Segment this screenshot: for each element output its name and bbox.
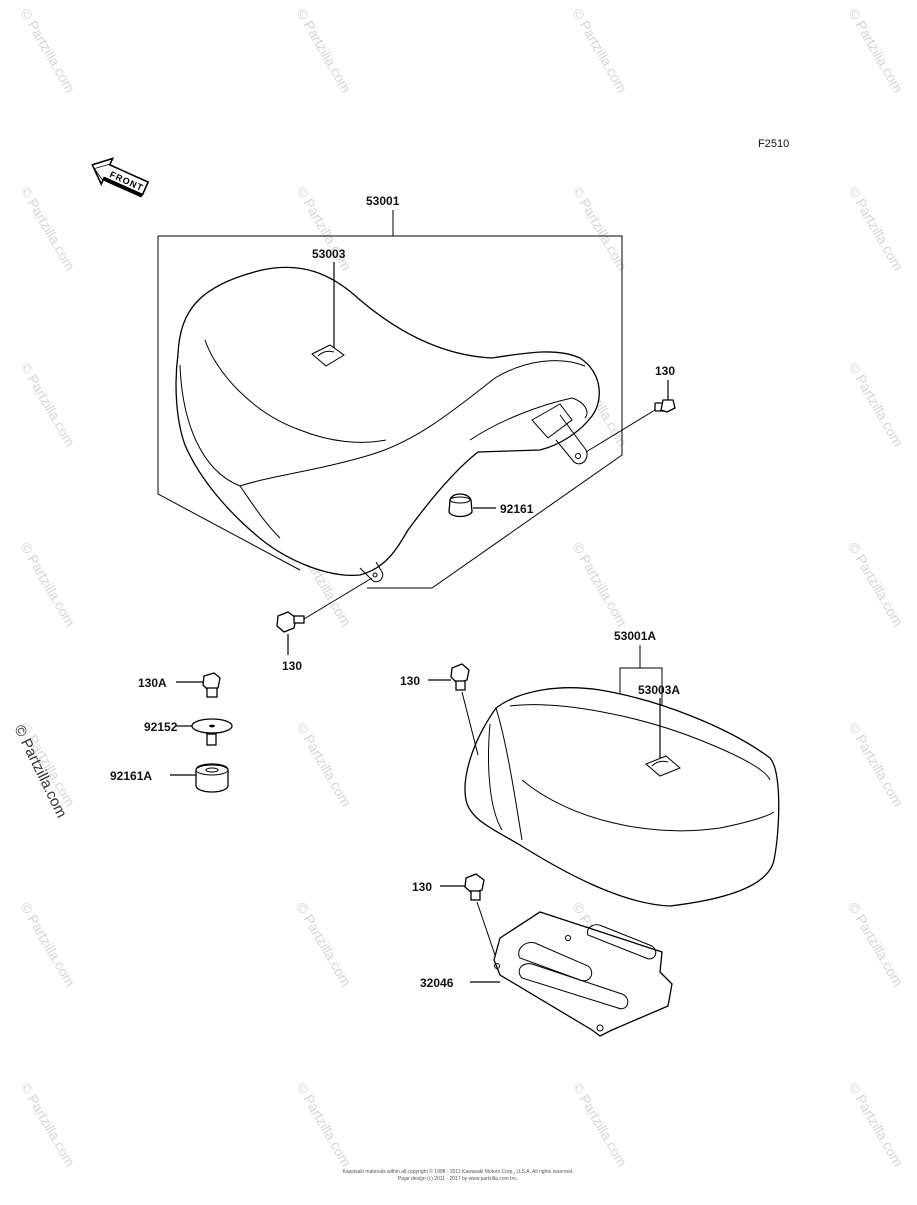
main-seat bbox=[175, 266, 600, 583]
watermark-text: © Partzilla.com bbox=[845, 1080, 906, 1170]
watermark-text: © Partzilla.com bbox=[845, 900, 906, 990]
bolt-130-top bbox=[585, 380, 676, 453]
footer-line-1: Kawasaki materials within all copyright … bbox=[343, 1168, 574, 1175]
watermark-text: © Partzilla.com bbox=[845, 540, 906, 630]
bolt-130-mid bbox=[276, 577, 373, 655]
rear-seat bbox=[464, 687, 780, 907]
part-label-92152: 92152 bbox=[144, 720, 178, 734]
footer-line-2: Page design (c) 2011 - 2017 by www.partz… bbox=[398, 1176, 518, 1182]
watermark-text: © Partzilla.com bbox=[293, 1080, 354, 1170]
rear-seat-bracket bbox=[619, 645, 663, 740]
bolt-130A bbox=[176, 672, 221, 698]
part-label-130-top: 130 bbox=[655, 364, 675, 378]
watermark-text: © Partzilla.com bbox=[845, 184, 906, 274]
part-label-53001: 53001 bbox=[366, 194, 400, 208]
watermark-text: © Partzilla.com bbox=[17, 184, 78, 274]
part-label-130-mid: 130 bbox=[282, 659, 302, 673]
seat-assembly-bracket bbox=[157, 210, 623, 589]
bolt-130-low bbox=[440, 873, 497, 959]
grommet-92161 bbox=[448, 493, 496, 518]
tray-32046 bbox=[470, 911, 673, 1037]
part-label-53003: 53003 bbox=[312, 247, 346, 261]
bolt-130-left bbox=[428, 663, 479, 756]
watermark-text: © Partzilla.com bbox=[293, 720, 354, 810]
part-label-130-low: 130 bbox=[412, 880, 432, 894]
watermark-text: © Partzilla.com bbox=[17, 540, 78, 630]
watermark-text: © Partzilla.com bbox=[17, 1080, 78, 1170]
part-label-32046: 32046 bbox=[420, 976, 454, 990]
watermark-grid: © Partzilla.com © Partzilla.com © Partzill… bbox=[17, 6, 906, 1170]
part-label-53003A: 53003A bbox=[638, 683, 680, 697]
part-label-53001A: 53001A bbox=[614, 629, 656, 643]
watermark-text: © Partzilla.com bbox=[845, 720, 906, 810]
watermark-text: © Partzilla.com bbox=[569, 184, 630, 274]
watermark-text: © Partzilla.com bbox=[293, 6, 354, 96]
figure-code: F2510 bbox=[758, 138, 789, 150]
part-label-130A: 130A bbox=[138, 676, 167, 690]
watermark-text: © Partzilla.com bbox=[845, 360, 906, 450]
part-label-92161A: 92161A bbox=[110, 769, 152, 783]
watermark-text: © Partzilla.com bbox=[569, 540, 630, 630]
part-label-130-left: 130 bbox=[400, 674, 420, 688]
washer-92152 bbox=[176, 718, 233, 746]
watermark-text: © Partzilla.com bbox=[293, 900, 354, 990]
front-arrow-icon: FRONT bbox=[91, 157, 150, 198]
part-label-92161: 92161 bbox=[500, 502, 534, 516]
watermark-text: © Partzilla.com bbox=[17, 6, 78, 96]
rubber-92161A bbox=[170, 763, 229, 793]
watermark-text: © Partzilla.com bbox=[569, 6, 630, 96]
watermark-text: © Partzilla.com bbox=[845, 6, 906, 96]
watermark-text: © Partzilla.com bbox=[569, 1080, 630, 1170]
watermark-text: © Partzilla.com bbox=[17, 360, 78, 450]
watermark-text: © Partzilla.com bbox=[17, 900, 78, 990]
